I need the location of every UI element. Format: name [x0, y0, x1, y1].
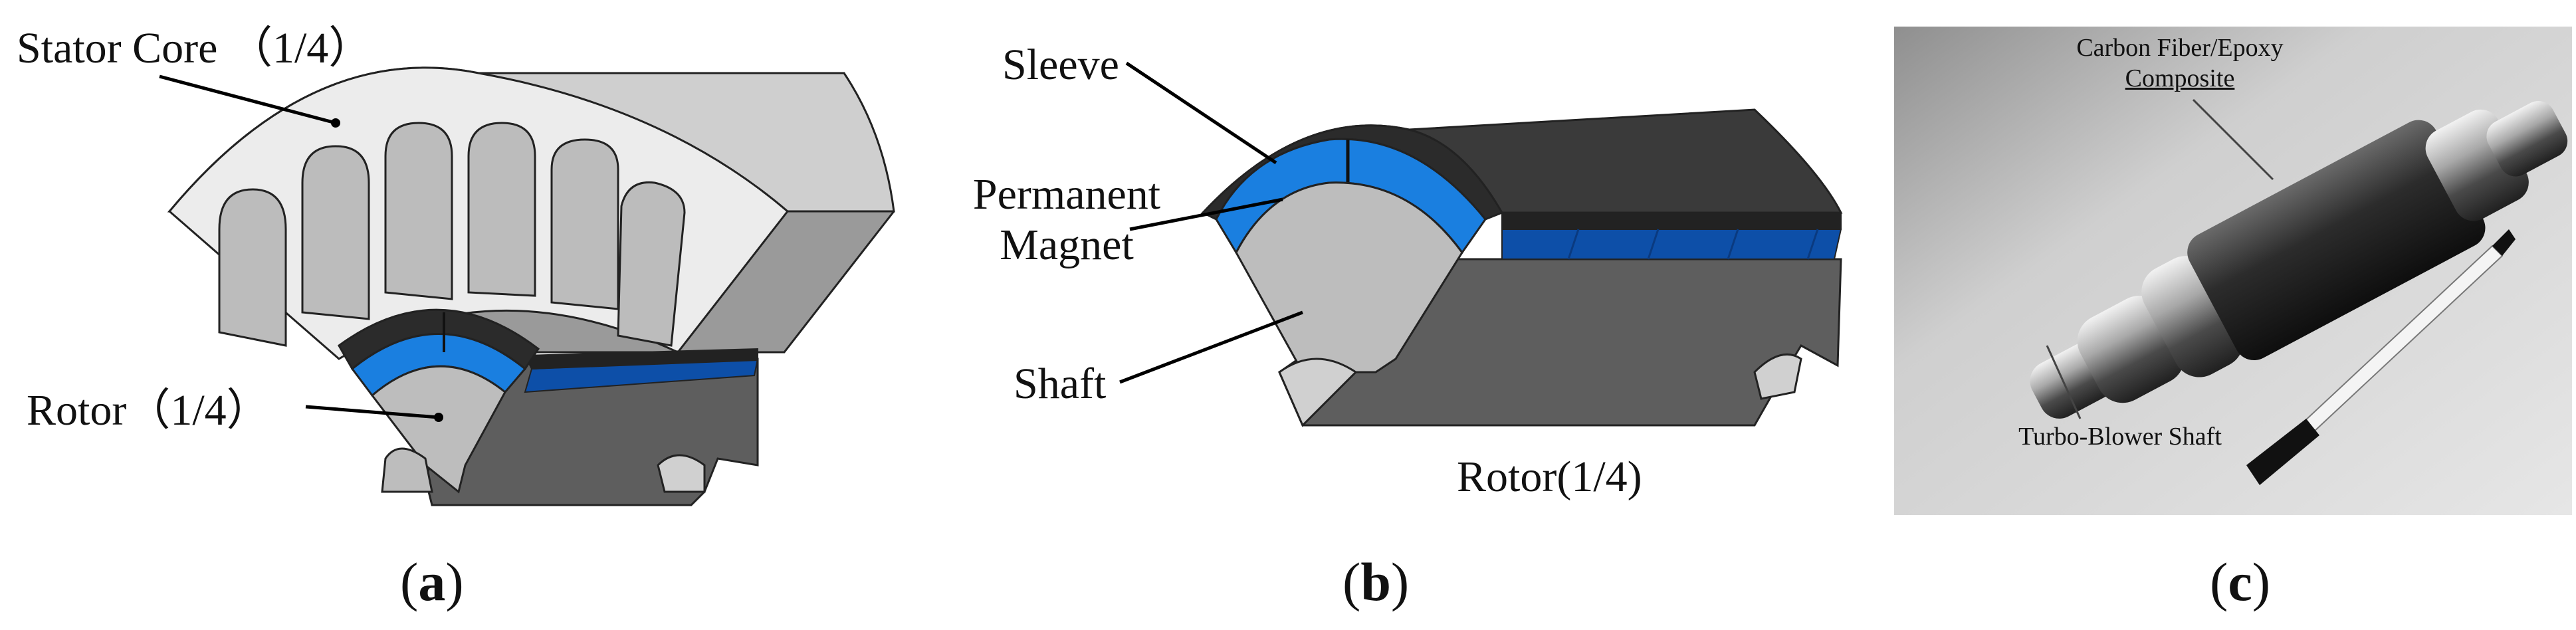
shaft-front	[1235, 181, 1463, 373]
panel-b: Sleeve Permanent Magnet Shaft Rotor(1/4)…	[930, 0, 1848, 630]
sleeve-leader-line	[1125, 61, 1277, 165]
shaft-label: Shaft	[1014, 360, 1107, 408]
stator-rotor-cutaway-drawing	[159, 66, 895, 506]
rotor-leader-line	[305, 405, 439, 419]
carbon-fiber-sleeve	[2187, 120, 2486, 361]
shaft-foot-right	[1753, 353, 1802, 400]
stator-core-label: Stator Core （1/4）	[17, 24, 373, 72]
sleeve-side-strip	[1501, 212, 1842, 230]
composite-label: Carbon Fiber/Epoxy Composite	[2076, 34, 2284, 92]
panel-c: Carbon Fiber/Epoxy Composite Turbo-Blowe…	[1848, 0, 2576, 630]
stator-slots	[218, 122, 686, 347]
rotor-foot-right	[657, 454, 706, 493]
caption-c: (c)	[2210, 552, 2271, 612]
permanent-magnet-label: Permanent Magnet	[972, 170, 1161, 269]
magnet-leader-line	[1129, 197, 1283, 231]
pen-icon	[2246, 229, 2516, 485]
turbo-blower-shaft-label: Turbo-Blower Shaft	[2018, 423, 2222, 451]
rotor-cutaway-drawing	[1119, 61, 1843, 427]
caption-b: (b)	[1342, 552, 1410, 612]
shaft-leader-line	[1119, 310, 1303, 384]
rotor-shaft-front	[370, 365, 506, 494]
rotor-sleeve-strip	[524, 348, 758, 370]
panel-a: Stator Core （1/4） Rotor（1/4） (a)	[0, 0, 930, 630]
sleeve-label: Sleeve	[1002, 41, 1119, 89]
rotor-quarter-label: Rotor(1/4)	[1457, 453, 1642, 501]
magnet-side-strip	[1501, 229, 1842, 260]
caption-a: (a)	[400, 552, 464, 612]
rotor-label: Rotor（1/4）	[27, 386, 270, 435]
shaft-foot	[1278, 358, 1358, 427]
rotor-photo	[1894, 27, 2572, 515]
shaft-photo-leader-line	[2046, 345, 2082, 419]
rotor-foot	[381, 447, 433, 493]
turbo-blower-shaft	[2030, 101, 2568, 419]
composite-leader-line	[2192, 98, 2274, 181]
stator-leader-line	[159, 74, 336, 125]
